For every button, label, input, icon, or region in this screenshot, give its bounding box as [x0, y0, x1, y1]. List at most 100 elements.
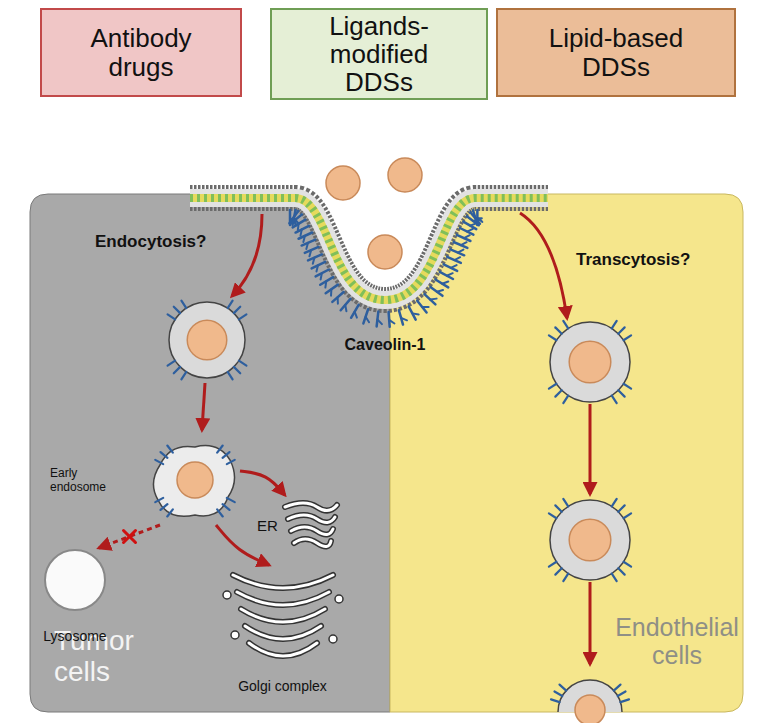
endothelial-cell-region: Endothelial cells	[390, 194, 743, 712]
caveolin-strand	[313, 258, 315, 264]
caveolin-strand	[337, 297, 339, 303]
caveolin-strand	[168, 361, 176, 366]
nanoparticle	[187, 320, 227, 360]
caveolin-strand	[363, 309, 368, 323]
caveolin-strand	[377, 320, 382, 325]
caveolin-strand	[442, 282, 448, 284]
caveolin-strand	[620, 699, 629, 702]
endothelial-cell-body	[390, 194, 743, 712]
caveolin-strand	[234, 367, 240, 373]
drug-class-box: Lipid-based DDSs	[496, 8, 736, 97]
node-label: Endothelial cells	[612, 614, 742, 669]
nanoparticle	[569, 341, 611, 383]
caveolin-strand	[227, 498, 235, 502]
caveolin-strand	[316, 265, 317, 271]
caveolin-strand	[422, 306, 428, 308]
vesicle	[550, 322, 630, 402]
caveolin-strand	[161, 452, 168, 458]
caveolin-strand	[464, 235, 470, 238]
caveolin-strand	[239, 361, 247, 366]
caveolin-strand	[174, 307, 180, 313]
caveolin-strand	[555, 327, 561, 333]
membrane-tube	[291, 527, 333, 535]
caveolin-strand	[228, 301, 233, 309]
node-label: Lipid-based DDSs	[522, 24, 710, 80]
caveolin-strand	[321, 273, 322, 279]
caveolin-strand	[549, 562, 557, 567]
caveolin-strand	[155, 498, 163, 502]
caveolin-strand	[554, 692, 562, 697]
membrane-tube	[245, 626, 321, 639]
membrane-tube	[285, 503, 337, 511]
caveolin-strand	[563, 321, 568, 329]
caveolin-strand	[401, 318, 407, 320]
caveolin-strand	[174, 367, 180, 373]
blocked-mark	[124, 531, 136, 543]
caveolin-strand	[430, 287, 442, 296]
caveolin-strand	[563, 574, 568, 582]
caveolin-strand	[355, 312, 357, 318]
caveolin-strand	[555, 568, 561, 574]
caveolin-strand	[618, 505, 624, 511]
membrane-tube	[245, 626, 321, 639]
caveolin-strand	[303, 236, 305, 242]
caveolin-strand	[447, 257, 461, 263]
caveolin-strand	[341, 299, 351, 310]
node-label: Golgi complex	[238, 678, 327, 694]
caveolin-strand	[612, 574, 617, 582]
caveolin-strand	[612, 499, 617, 507]
nanoparticle	[575, 695, 605, 723]
membrane-tube	[237, 592, 329, 605]
caveolin-strand	[366, 317, 369, 322]
membrane-tube	[233, 575, 333, 588]
caveolin-strand	[309, 250, 311, 256]
caveolin-strand	[444, 264, 458, 271]
caveolin-strand	[555, 505, 561, 511]
caveolin-strand	[217, 446, 223, 453]
pathway-connector	[240, 471, 285, 495]
vesicles	[168, 301, 632, 723]
vesicle	[169, 302, 245, 378]
caveolin-strand	[451, 265, 457, 268]
caveolin-strand	[430, 298, 436, 301]
caveolin-strand	[301, 229, 302, 235]
protein-label: Caveolin-1	[330, 336, 440, 354]
membrane-tube	[288, 515, 335, 523]
caveolin-strand	[563, 499, 568, 507]
membrane-tube	[233, 575, 333, 588]
caveolin-strand	[223, 452, 230, 458]
caveolin-strand	[297, 224, 300, 230]
caveolin-strand	[458, 250, 464, 253]
caveolin-strand	[306, 243, 308, 249]
caveolin-strand	[624, 562, 632, 567]
caveolin-strand	[467, 229, 473, 232]
caveolin-strand	[217, 509, 223, 516]
caveolin-strand	[412, 313, 418, 314]
caveolin-strand	[612, 321, 617, 329]
caveolin-strand	[618, 692, 626, 697]
membrane-tube	[241, 609, 325, 622]
caveolin-strand	[168, 314, 176, 319]
caveolin-strand	[389, 320, 394, 324]
caveolin-strand	[624, 384, 632, 389]
caveolin-strand	[549, 513, 557, 518]
vesicle	[550, 500, 630, 580]
membrane-tube	[249, 643, 317, 656]
caveolin-strand	[351, 305, 359, 318]
caveolin-strand	[624, 513, 632, 518]
node-label: Early endosome	[50, 466, 120, 495]
caveolin-strand	[223, 504, 230, 510]
pathway-label: Endocytosis?	[95, 232, 225, 252]
nanoparticle	[569, 519, 611, 561]
node-label: ER	[255, 517, 278, 534]
caveolin-strand	[330, 289, 332, 295]
endosome-outline	[153, 446, 234, 517]
caveolin-strand	[440, 272, 453, 279]
caveolin-strand	[612, 396, 617, 404]
membrane-tube	[249, 643, 317, 656]
golgi-complex: Golgi complex	[215, 565, 350, 700]
pathway-connector	[99, 525, 160, 548]
caveolin-strand	[460, 228, 473, 235]
node-label: Ligands-modified DDSs	[296, 12, 462, 96]
